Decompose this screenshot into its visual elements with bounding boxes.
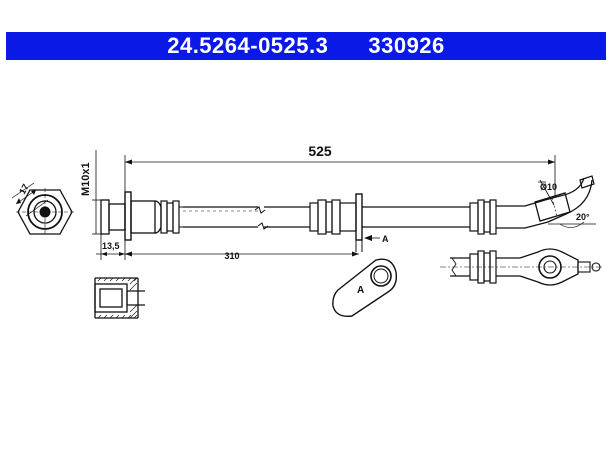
bore-diameter-label: Ø10 <box>540 182 557 192</box>
hex-size-label: 17 <box>17 182 31 196</box>
dimension-lines <box>92 150 596 260</box>
view-marker-label: A <box>382 234 389 244</box>
section-view <box>94 277 145 319</box>
bracket-detail <box>332 258 398 317</box>
bracket-marker-label: A <box>357 285 364 296</box>
banjo-end-view <box>440 248 604 286</box>
total-length-label: 525 <box>308 143 332 159</box>
thread-label: M10x1 <box>80 162 92 196</box>
mount-position-label: 310 <box>224 251 239 261</box>
part-number: 24.5264-0525.3 <box>167 33 329 58</box>
angle-label: 20° <box>576 212 590 222</box>
title-banner: 24.5264-0525.3 330926 <box>6 32 606 60</box>
reference-number: 330926 <box>368 33 445 58</box>
hex-end-view <box>11 182 74 236</box>
hose-assembly <box>100 175 595 252</box>
fitting-length-label: 13,5 <box>102 241 120 251</box>
